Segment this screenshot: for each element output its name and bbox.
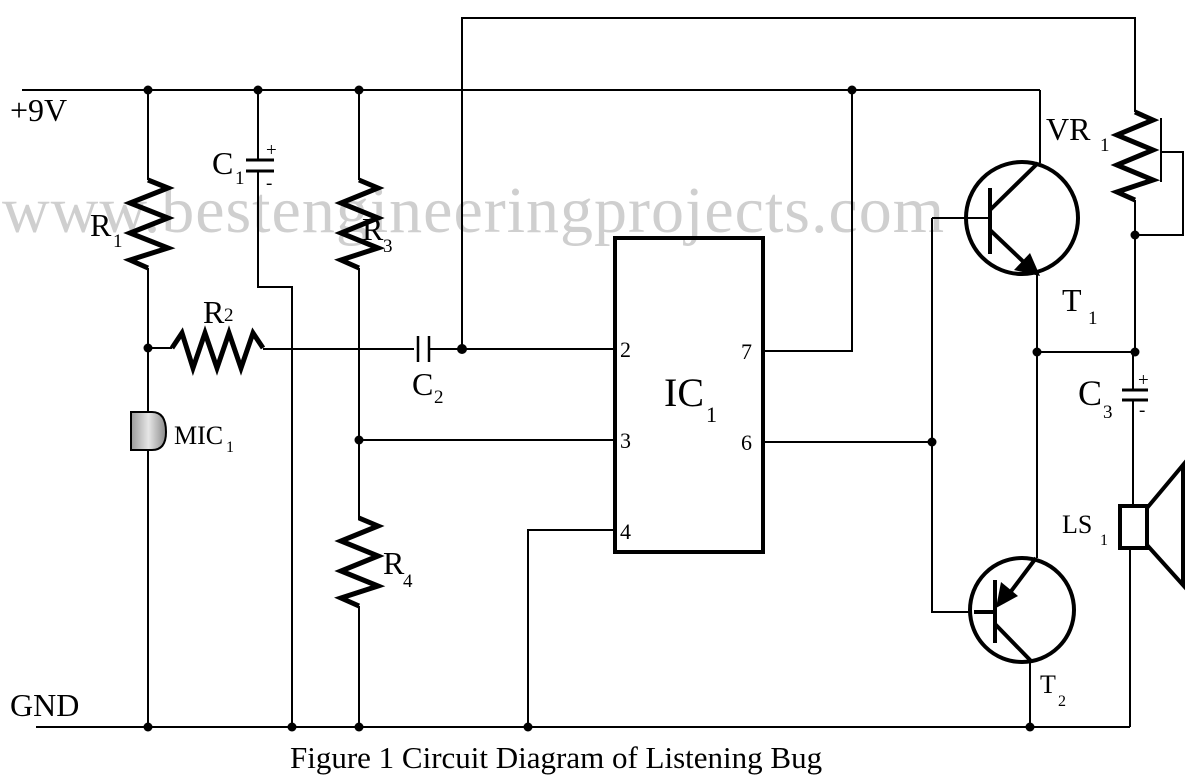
- junction-dot: [143, 85, 153, 95]
- capacitor-c2: [416, 336, 614, 362]
- c3-plus: +: [1138, 370, 1149, 391]
- ic1-pin-6: 6: [741, 430, 752, 455]
- r2-label: R: [203, 294, 225, 330]
- variable-resistor-vr1: [1110, 109, 1184, 352]
- junction-dot: [927, 437, 937, 447]
- pin4-wire: [527, 529, 614, 727]
- transistor-t1: [932, 90, 1080, 352]
- junction-dot: [354, 435, 364, 445]
- junction-dot: [287, 722, 297, 732]
- r1-subscript: 1: [113, 231, 123, 252]
- junction-dot: [1130, 230, 1140, 240]
- junction-dot: [457, 344, 467, 354]
- c1-minus: -: [266, 173, 272, 194]
- junction-dot: [354, 722, 364, 732]
- junction-dot: [1032, 347, 1042, 357]
- c1-plus: +: [266, 140, 277, 161]
- c3-minus: -: [1139, 400, 1145, 421]
- transistor-t2: [968, 352, 1076, 727]
- microphone-mic1: [130, 348, 168, 727]
- c1-subscript: 1: [235, 168, 245, 189]
- ic1-pin-4: 4: [620, 519, 631, 544]
- junction-dot: [143, 343, 153, 353]
- c2-label: C: [412, 366, 433, 402]
- ic1-body: [613, 236, 765, 554]
- ls1-label: LS: [1062, 510, 1092, 539]
- mic1-label: MIC: [174, 421, 223, 450]
- r1-label: R: [90, 207, 112, 243]
- ic1-pin-7: 7: [741, 339, 752, 364]
- r2-subscript: 2: [224, 305, 234, 326]
- junction-dot: [1025, 722, 1035, 732]
- t1-label: T: [1062, 282, 1082, 318]
- ic1-pin-2: 2: [620, 337, 631, 362]
- ground-rail-label: GND: [10, 687, 79, 723]
- capacitor-c1: [246, 90, 293, 727]
- feedback-wire: [461, 17, 1136, 348]
- c3-subscript: 3: [1103, 402, 1113, 423]
- vr1-label: VR: [1046, 111, 1091, 147]
- r4-label: R: [383, 545, 405, 581]
- junction-dot: [354, 85, 364, 95]
- t1-subscript: 1: [1088, 308, 1098, 329]
- ic1-pin-3: 3: [620, 428, 631, 453]
- junction-dot: [1130, 347, 1140, 357]
- resistor-r2: [148, 325, 414, 377]
- capacitor-c3: [1122, 352, 1148, 506]
- r3-label: R: [362, 211, 384, 247]
- r4-subscript: 4: [403, 571, 413, 592]
- ic1-label: IC: [664, 370, 704, 415]
- mic1-subscript: 1: [226, 439, 234, 456]
- junction-dot: [253, 85, 263, 95]
- r3-subscript: 3: [383, 236, 393, 257]
- resistor-r3: [334, 90, 386, 520]
- junction-dot: [523, 722, 533, 732]
- junction-dot: [143, 722, 153, 732]
- c1-label: C: [212, 145, 233, 181]
- positive-rail-label: +9V: [10, 92, 67, 128]
- t2-subscript: 2: [1058, 693, 1066, 710]
- c2-subscript: 2: [434, 387, 444, 408]
- vr1-subscript: 1: [1100, 135, 1110, 156]
- c3-label: C: [1078, 373, 1102, 413]
- base-drive-wire: [931, 218, 972, 613]
- loudspeaker-ls1: [1118, 459, 1185, 727]
- resistor-r4: [334, 515, 386, 727]
- ic1-subscript: 1: [706, 402, 717, 427]
- ls1-subscript: 1: [1100, 532, 1108, 549]
- t2-label: T: [1040, 670, 1056, 699]
- figure-caption: Figure 1 Circuit Diagram of Listening Bu…: [290, 740, 822, 775]
- pin7-wire: [763, 90, 853, 352]
- junction-dot: [847, 85, 857, 95]
- junction-dots: [143, 85, 1140, 732]
